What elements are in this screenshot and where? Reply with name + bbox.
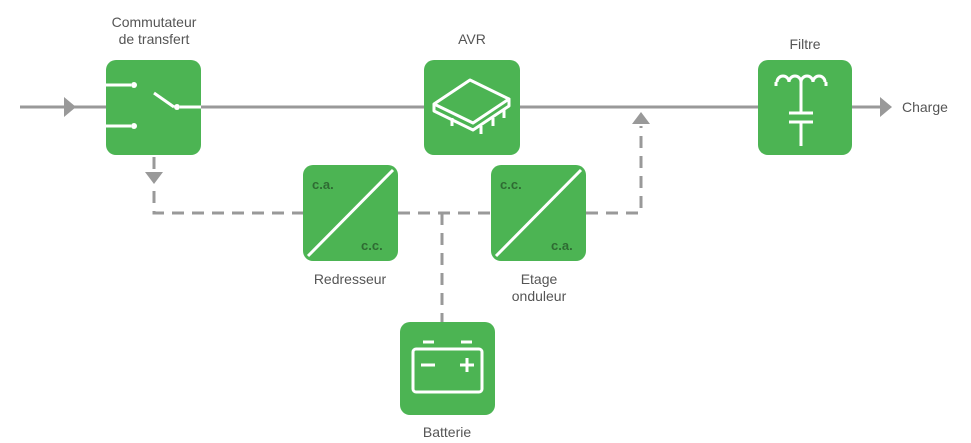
battery-label: Batterie — [422, 424, 472, 440]
avr-block — [424, 60, 520, 155]
battery-icon — [411, 340, 484, 394]
inverter-label-line1: Etage — [520, 271, 558, 287]
rectifier-output-label: c.c. — [361, 238, 383, 253]
conversion-diagonal-icon — [494, 168, 583, 258]
inverter-block: c.c. c.a. — [491, 165, 586, 261]
inverter-input-label: c.c. — [500, 177, 522, 192]
inverter-label-line2: onduleur — [511, 288, 567, 304]
down-arrow-icon — [145, 172, 163, 184]
inverter-output-label: c.a. — [551, 238, 573, 253]
transfer-switch-label-line2: de transfert — [118, 31, 190, 47]
bypass-dashed-path — [152, 126, 643, 322]
load-label: Charge — [902, 99, 948, 115]
filter-block — [758, 60, 852, 155]
rectifier-input-label: c.a. — [312, 177, 334, 192]
transfer-switch-label: Commutateur de transfert — [84, 14, 224, 48]
transfer-switch-label-line1: Commutateur — [111, 14, 197, 30]
rectifier-block: c.a. c.c. — [303, 165, 398, 261]
switch-icon — [106, 83, 201, 128]
inverter-label: Etage onduleur — [479, 271, 599, 305]
up-arrow-icon — [632, 112, 650, 124]
filter-icon — [774, 74, 828, 146]
rectifier-label: Redresseur — [313, 271, 387, 287]
transfer-switch-block — [106, 60, 201, 155]
output-arrow-icon — [880, 97, 892, 117]
avr-label: AVR — [458, 31, 486, 47]
conversion-diagonal-icon — [306, 168, 395, 258]
filter-label: Filtre — [789, 36, 821, 52]
chip-icon — [432, 78, 511, 134]
input-arrow-icon — [64, 97, 76, 117]
battery-block — [400, 322, 495, 415]
